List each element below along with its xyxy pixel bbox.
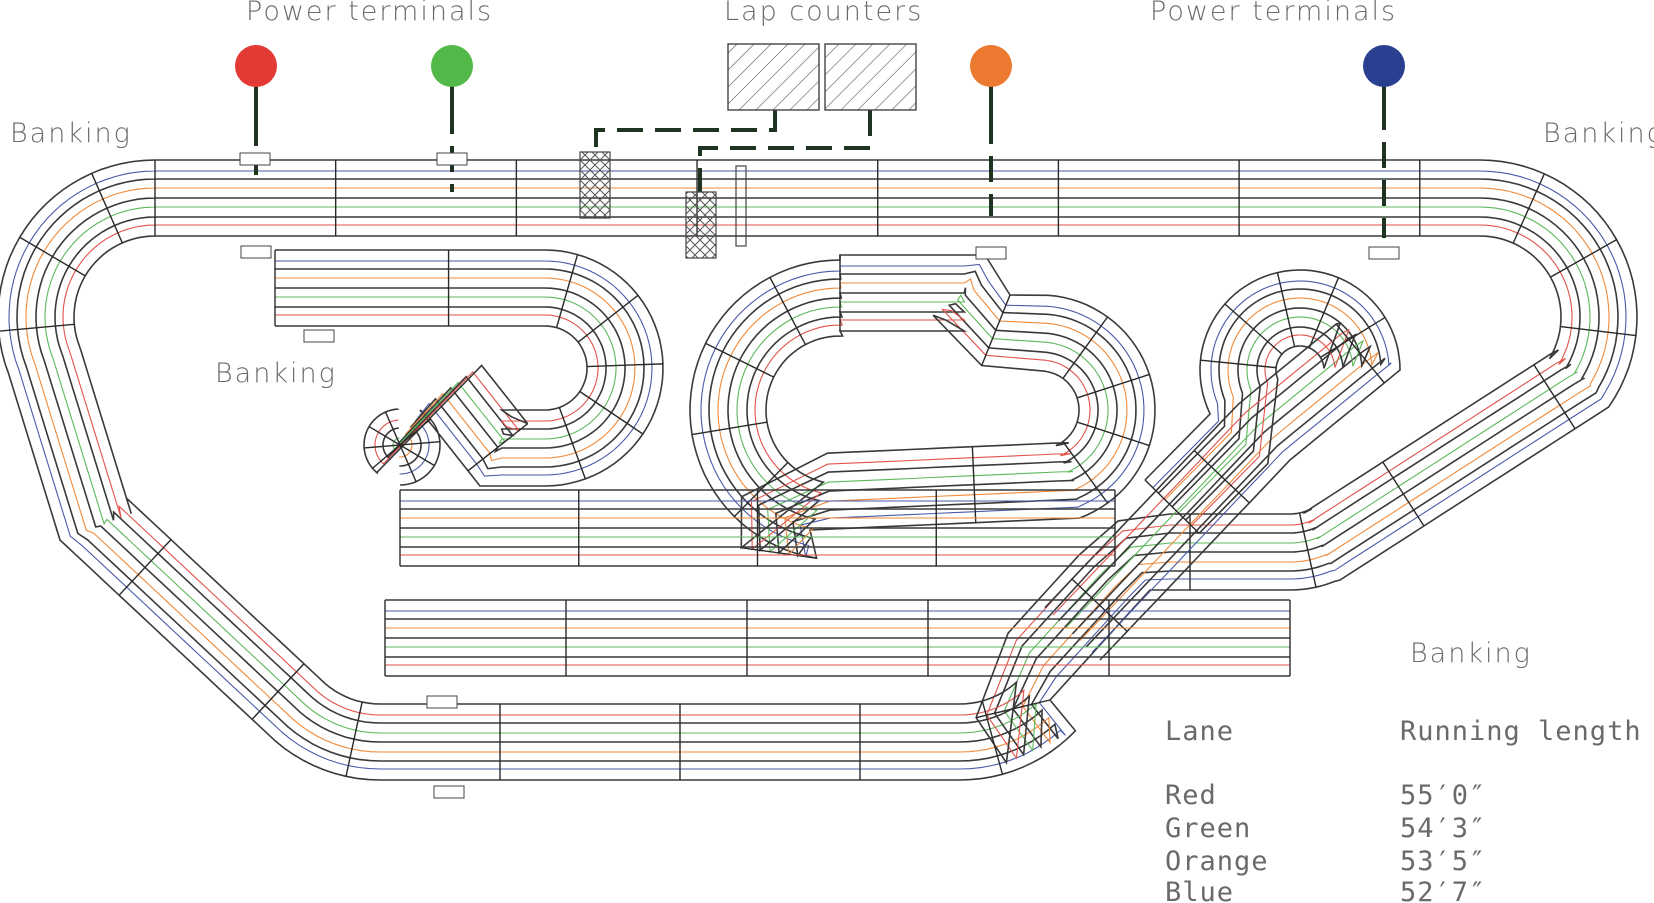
red-terminal-icon [235, 45, 277, 87]
lap-counters-label: Lap counters [724, 0, 923, 27]
bottom-straight [384, 599, 1291, 677]
banking-top-left-label: Banking [10, 118, 132, 149]
power-terminals-left-label: Power terminals [246, 0, 493, 27]
table-row-length: 55′0″ [1400, 780, 1486, 811]
power-terminals-right-label: Power terminals [1150, 0, 1397, 27]
running-length-table: Lane Running length Red 55′0″ Green 54′3… [1165, 716, 1642, 903]
lap-counters [727, 43, 917, 111]
table-row-lane: Red [1165, 780, 1217, 811]
orange-terminal-icon [970, 45, 1012, 87]
terminal-pads [239, 152, 1400, 799]
table-row-lane: Blue [1165, 877, 1234, 903]
inner-left-loop [274, 249, 664, 487]
blue-terminal-icon [1363, 45, 1405, 87]
table-row-lane: Green [1165, 813, 1251, 844]
lane-sensor-1 [579, 151, 611, 219]
table-header-running-length: Running length [1400, 716, 1642, 747]
table-row-length: 52′7″ [1400, 877, 1486, 903]
lap-counter-1 [727, 43, 820, 111]
table-row-length: 54′3″ [1400, 813, 1486, 844]
track-layout [0, 159, 1638, 781]
middle-oval-loop [689, 254, 1156, 560]
table-header-lane: Lane [1165, 716, 1234, 747]
banking-top-right-label: Banking [1543, 118, 1654, 149]
wiring [254, 82, 1386, 238]
table-row-length: 53′5″ [1400, 846, 1486, 877]
green-terminal-icon [431, 45, 473, 87]
right-hairpin [1044, 269, 1401, 661]
table-row-lane: Orange [1165, 846, 1269, 877]
lap-counter-2 [824, 43, 917, 111]
lower-straight [399, 489, 1116, 567]
banking-bottom-right-label: Banking [1410, 638, 1532, 669]
banking-inner-label: Banking [215, 358, 337, 389]
lane-sensor-2 [685, 191, 717, 259]
start-line-marker [735, 165, 747, 247]
